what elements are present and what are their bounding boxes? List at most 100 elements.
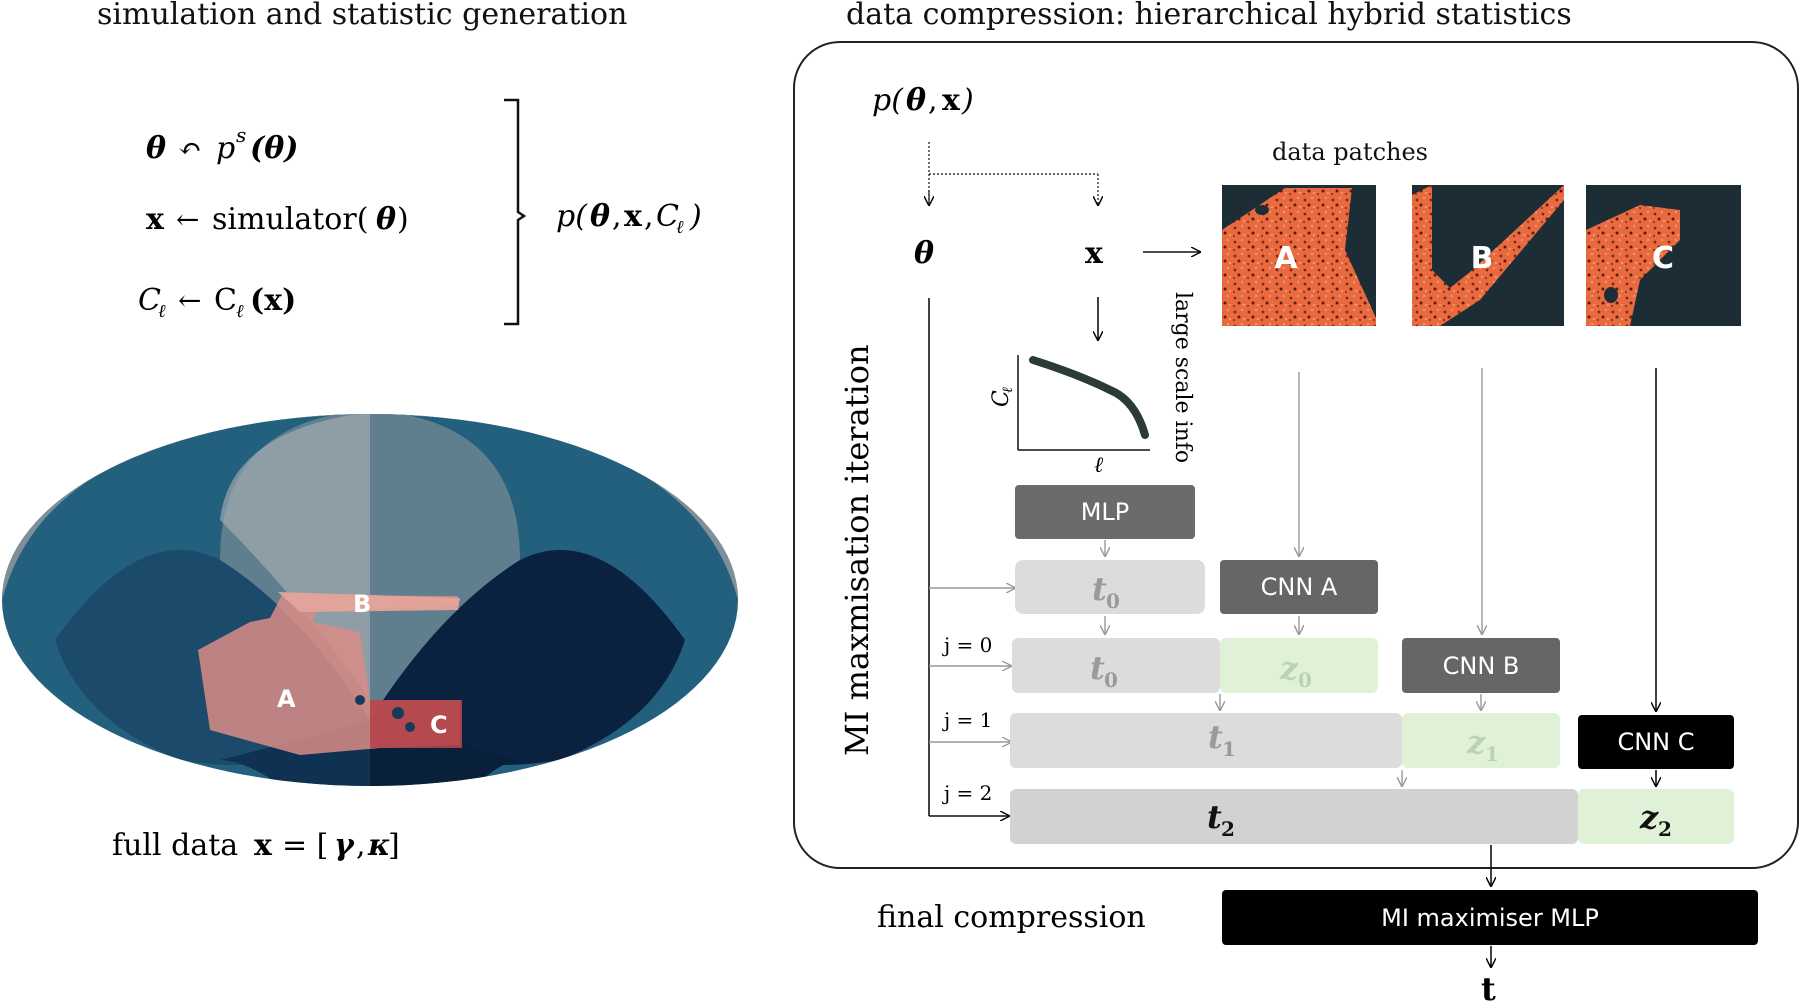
caption-kappa: κ	[367, 828, 391, 863]
map-hole-2	[392, 707, 404, 719]
patch-B-mask	[1412, 185, 1564, 326]
t0-top-t: t	[1092, 570, 1107, 608]
eq2-arg: θ	[376, 202, 396, 237]
z0-z: z	[1279, 649, 1299, 687]
z1-z: z	[1466, 723, 1486, 761]
z2-box	[1578, 789, 1734, 844]
equation-power-spectrum: C ℓ ← C ℓ (x)	[138, 283, 296, 322]
caption-prefix: full data	[112, 828, 238, 863]
j-label-1: j = 1	[942, 708, 992, 732]
patches-label: data patches	[1272, 138, 1428, 166]
eq1-op: ↶	[178, 132, 201, 165]
joint-comma-1: ,	[612, 199, 622, 234]
patch-C: C	[1586, 185, 1741, 326]
dotted-split	[929, 142, 1098, 205]
equation-simulator: x ← simulator( θ )	[146, 202, 409, 237]
z2-sub: 2	[1658, 817, 1672, 841]
cl-ylabel-sub: ℓ	[1000, 387, 1016, 393]
t0-top-sub: 0	[1106, 589, 1120, 613]
mlp-label: MLP	[1081, 498, 1130, 526]
patch-B: B	[1412, 185, 1564, 326]
z0-sub: 0	[1298, 668, 1312, 692]
cnn-c-box[interactable]	[1578, 715, 1734, 769]
caption-close: ]	[388, 828, 400, 863]
eq1-p: p	[216, 131, 235, 166]
t2-box	[1010, 789, 1578, 844]
eq3-rhs-sub: ℓ	[236, 301, 244, 322]
top-expression: p( θ , x )	[872, 83, 974, 118]
eq2-lhs: x	[146, 202, 165, 237]
eq1-arg: (θ)	[250, 131, 298, 166]
eq2-close: )	[397, 202, 409, 237]
joint-distribution: p( θ , x , C ℓ )	[556, 199, 702, 238]
eq3-rhs: C	[214, 283, 237, 318]
map-label-C: C	[430, 711, 448, 739]
t1-box	[1010, 713, 1402, 768]
patch-C-label: C	[1652, 241, 1674, 276]
final-label: final compression	[877, 900, 1146, 935]
patch-A-mask	[1222, 188, 1376, 326]
equation-prior: θ ↶ p s (θ)	[146, 123, 298, 166]
cl-ylabel: C	[989, 390, 1014, 407]
map-hole-3	[405, 722, 415, 732]
eq3-arg: (x)	[250, 283, 296, 318]
t2-t: t	[1207, 798, 1222, 836]
large-scale-label: large scale info	[1170, 292, 1195, 463]
iteration-label: MI maxmisation iteration	[838, 344, 876, 756]
patch-B-label: B	[1471, 241, 1494, 276]
t0-sub: 0	[1104, 668, 1118, 692]
eq2-rhs: simulator(	[212, 202, 368, 237]
map-label-A: A	[277, 685, 296, 713]
eq2-op: ←	[176, 203, 199, 236]
top-expr-x: x	[942, 83, 961, 118]
map-hole-1	[355, 695, 365, 705]
joint-close: )	[689, 199, 702, 234]
mlp-box[interactable]	[1015, 485, 1195, 539]
patch-A-label: A	[1274, 241, 1298, 276]
final-mlp-box[interactable]	[1222, 890, 1758, 945]
compression-panel	[793, 41, 1799, 869]
theta-spine	[928, 298, 1015, 816]
right-brace	[504, 98, 527, 326]
eq1-sup: s	[236, 123, 246, 147]
eq1-lhs: θ	[146, 131, 166, 166]
joint-theta: θ	[590, 199, 610, 234]
z0-box	[1220, 638, 1378, 693]
eq3-op: ←	[178, 284, 201, 317]
left-title: simulation and statistic generation	[97, 0, 627, 32]
map-label-B: B	[353, 590, 371, 618]
eq3-lhs: C	[138, 283, 161, 318]
t1-sub: 1	[1222, 737, 1236, 761]
sky-map	[2, 414, 738, 786]
cnn-b-box[interactable]	[1402, 638, 1560, 693]
top-expr-close: )	[961, 83, 974, 118]
caption-gamma: γ	[334, 828, 355, 863]
t0-t: t	[1090, 649, 1105, 687]
cl-curve	[1029, 356, 1149, 439]
cnn-a-box[interactable]	[1220, 560, 1378, 614]
output-t: t	[1481, 970, 1496, 1007]
caption-comma: ,	[356, 828, 366, 863]
patch-A: A	[1222, 185, 1376, 326]
caption-eq: = [	[282, 828, 328, 863]
j-label-2: j = 2	[942, 781, 992, 805]
cl-xlabel: ℓ	[1094, 453, 1104, 478]
cnn-b-label: CNN B	[1443, 652, 1520, 680]
z1-sub: 1	[1485, 742, 1499, 766]
map-patch-C	[370, 700, 462, 748]
map-caption: full data x = [ γ , κ ]	[112, 828, 400, 863]
theta-node: θ	[914, 236, 934, 271]
t0-box	[1012, 638, 1220, 693]
patch-C-hole	[1604, 287, 1618, 303]
joint-x: x	[624, 199, 643, 234]
top-expr-theta: θ	[906, 83, 926, 118]
t2-sub: 2	[1221, 817, 1235, 841]
caption-x: x	[254, 828, 273, 863]
cl-plot: C ℓ ℓ	[989, 355, 1150, 478]
z2-z: z	[1639, 798, 1659, 836]
final-mlp-label: MI maximiser MLP	[1381, 904, 1599, 932]
t0-top-box	[1015, 560, 1205, 614]
patch-A-hole	[1255, 205, 1269, 215]
